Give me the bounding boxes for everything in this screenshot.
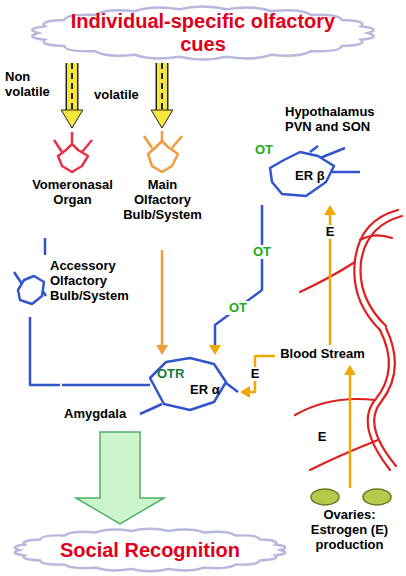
mob-node: Main Olfactory Bulb/System — [120, 128, 205, 250]
node-sublabel: OTR — [157, 367, 191, 382]
free-label: E — [316, 430, 329, 445]
cloud-outcome: Social Recognition — [5, 526, 295, 574]
arrow-head — [156, 345, 168, 355]
mob-neuron — [144, 131, 182, 172]
connector-line — [44, 238, 47, 255]
blood-vessels — [295, 210, 402, 470]
arrow-head — [240, 386, 250, 398]
edge-label: OT — [251, 245, 273, 260]
connector-line — [161, 250, 164, 347]
node-sublabel: OT — [255, 143, 279, 158]
blood-stream-node: Blood Stream — [275, 345, 370, 365]
connector — [61, 63, 83, 128]
arrow-head — [324, 205, 336, 215]
cloud-title: Individual-specific olfactory cues — [20, 3, 386, 63]
node-label: Amygdala — [64, 407, 139, 422]
connector — [30, 317, 60, 385]
node-label: Main Olfactory Bulb/System — [120, 178, 205, 223]
node-label: Accessory Olfactory Bulb/System — [50, 259, 150, 304]
hypothalamus-neuron — [270, 146, 360, 196]
connector — [324, 205, 336, 345]
arrow-head — [209, 345, 221, 355]
ovaries-node: Ovaries: Estrogen (E) production — [295, 488, 404, 568]
vno-neuron — [54, 132, 92, 172]
connector — [151, 63, 173, 128]
node-label: Blood Stream — [275, 347, 370, 362]
cue-arrow-rim — [66, 63, 79, 112]
cloud-text: Social Recognition — [60, 539, 240, 562]
connector-line — [248, 356, 275, 392]
cue-arrow-rim — [156, 63, 169, 112]
node-label: Vomeronasal Organ — [30, 178, 115, 208]
cue-arrow-dash — [71, 63, 73, 112]
hypothalamus-node: Hypothalamus PVN and SON OT ER β — [240, 105, 400, 205]
connector — [209, 205, 262, 355]
free-label: OT — [227, 301, 249, 316]
fat-arrow — [76, 432, 164, 524]
arrow-head — [61, 110, 83, 128]
amygdala-neuron — [62, 358, 238, 414]
aob-neuron — [14, 272, 46, 304]
connector — [45, 238, 46, 255]
edge-label: volatile — [92, 88, 141, 103]
node-sublabel: ER β — [295, 169, 335, 184]
node-sublabel: ER α — [190, 383, 230, 398]
cue-arrow-body — [157, 63, 167, 112]
edge-label: Non volatile — [3, 70, 62, 100]
arrow-head — [344, 365, 356, 375]
cloud-text: Individual-specific olfactory cues — [53, 10, 353, 56]
connector — [76, 432, 164, 524]
connector — [344, 365, 356, 488]
amygdala-node: Amygdala OTRER α — [60, 355, 240, 430]
edge-label: E — [324, 225, 337, 240]
edge-label: E — [249, 367, 262, 382]
vno-node: Vomeronasal Organ — [30, 128, 115, 238]
connector-line — [215, 205, 262, 347]
arrow-head — [151, 110, 173, 128]
connector — [156, 250, 168, 355]
node-label: Hypothalamus PVN and SON — [285, 105, 397, 135]
node-label: Ovaries: Estrogen (E) production — [295, 508, 404, 553]
cue-arrow-body — [67, 63, 77, 112]
connector-line — [30, 317, 60, 385]
connector-line — [349, 373, 352, 488]
aob-node: Accessory Olfactory Bulb/System — [10, 255, 150, 317]
ovaries — [311, 489, 391, 505]
connector — [240, 356, 275, 398]
cue-arrow-dash — [161, 63, 163, 112]
